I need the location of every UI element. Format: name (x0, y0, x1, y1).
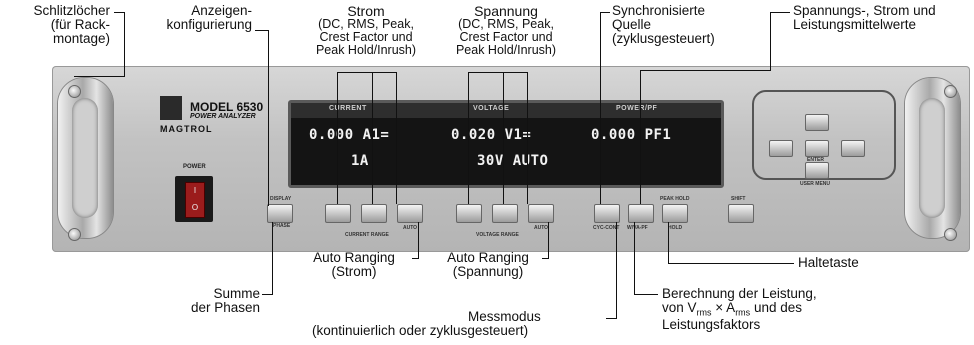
leader-line (372, 72, 373, 204)
reading-voltage: 0.020 V1= (451, 127, 532, 143)
reading-power: 0.000 PF1 (591, 127, 672, 143)
left-rack-handle (58, 78, 113, 238)
leader-line (503, 72, 504, 204)
callout-measure-mode: Messmodus(kontinuierlich oder zyklusgest… (312, 309, 541, 338)
keypad-right-button[interactable] (841, 140, 865, 157)
user-menu-label: USER MENU (800, 181, 831, 187)
peak-hold-label: PEAK HOLD (660, 196, 690, 202)
reading-current: 0.000 A1= (309, 127, 390, 143)
rack-slot-hole (68, 85, 81, 98)
keypad-enter-button[interactable] (805, 140, 829, 157)
leader-line (114, 12, 124, 13)
callout-display-config: Anzeigen-konfigurierung (166, 3, 252, 32)
rack-slot-hole (68, 228, 81, 241)
leader-line (527, 72, 528, 204)
model-name: MODEL 6530 (190, 100, 264, 114)
leader-line (600, 12, 610, 13)
leader-line (616, 222, 617, 319)
callout-power-calc: Berechnung der Leistung, von Vrms × Arms… (662, 286, 817, 332)
leader-line (668, 263, 794, 264)
model-subtitle: POWER ANALYZER (190, 113, 256, 120)
leader-line (255, 30, 268, 31)
voltage-range-up-button[interactable] (492, 204, 518, 223)
lcd-display: CURRENT VOLTAGE POWER/PF 0.000 A1= 0.020… (288, 100, 724, 188)
current-select-auto-button[interactable] (397, 204, 423, 223)
current-range-label: CURRENT RANGE (345, 232, 389, 238)
voltage-auto-label: AUTO (534, 225, 549, 231)
cyc-cont-button[interactable] (594, 204, 620, 223)
voltage-select-auto-button[interactable] (528, 204, 554, 223)
display-key-label: DISPLAY (270, 196, 292, 202)
navigation-keypad (752, 90, 896, 180)
w-va-pf-button[interactable] (628, 204, 654, 223)
display-phase-button[interactable] (267, 204, 293, 223)
magtrol-logo-icon (160, 96, 182, 120)
leader-line (668, 222, 669, 264)
phase-key-label: PHASE (273, 223, 291, 229)
brand-name: MAGTROL (160, 124, 213, 134)
hold-label: HOLD (668, 225, 683, 231)
right-rack-handle (905, 78, 960, 238)
leader-line (268, 30, 269, 206)
leader-line (606, 318, 616, 319)
keypad-up-button[interactable] (805, 114, 829, 131)
leader-line (640, 70, 771, 71)
header-voltage: VOLTAGE (473, 105, 510, 112)
callout-auto-range-current: Auto Ranging(Strom) (313, 250, 395, 279)
leader-line (337, 72, 338, 204)
current-auto-label: AUTO (403, 225, 418, 231)
current-range-up-button[interactable] (361, 204, 387, 223)
leader-line (770, 12, 771, 70)
leader-line (124, 12, 125, 76)
shift-label: SHIFT (731, 196, 746, 202)
leader-line (412, 258, 418, 259)
w-va-pf-label: W/VA-PF (627, 225, 648, 231)
callout-voltage: Spannung (DC, RMS, Peak,Crest Factor und… (455, 3, 557, 57)
hold-button[interactable] (662, 204, 688, 223)
leader-line (542, 258, 548, 259)
leader-line (262, 294, 272, 295)
range-current: 1A (351, 153, 369, 169)
leader-line (548, 222, 549, 259)
keypad-down-button[interactable] (805, 162, 829, 179)
leader-line (396, 72, 397, 204)
leader-line (337, 72, 397, 73)
power-label: POWER (183, 164, 206, 170)
leader-line (74, 76, 125, 77)
leader-line (770, 12, 790, 13)
leader-line (272, 222, 273, 295)
leader-line (468, 72, 528, 73)
callout-rack-slots: Schlitzlöcher(für Rack-montage) (33, 3, 110, 46)
enter-label: ENTER (807, 157, 824, 163)
callout-auto-range-voltage: Auto Ranging(Spannung) (447, 250, 529, 279)
leader-line (600, 12, 601, 204)
leader-line (640, 70, 641, 204)
leader-line (418, 222, 419, 259)
rack-slot-hole (944, 85, 957, 98)
current-range-down-button[interactable] (325, 204, 351, 223)
shift-button[interactable] (728, 204, 754, 223)
voltage-range-label: VOLTAGE RANGE (476, 232, 519, 238)
header-current: CURRENT (329, 105, 367, 112)
switch-on-mark: I (193, 186, 197, 195)
callout-hold-key: Haltetaste (798, 255, 859, 270)
range-voltage: 30V AUTO (477, 153, 549, 169)
rack-slot-hole (944, 228, 957, 241)
cyc-cont-label: CYC-CONT (593, 225, 620, 231)
keypad-left-button[interactable] (769, 140, 793, 157)
leader-line (634, 294, 658, 295)
switch-off-mark: O (191, 203, 199, 212)
header-power: POWER/PF (616, 105, 658, 112)
leader-line (634, 222, 635, 295)
leader-line (468, 72, 469, 204)
voltage-range-down-button[interactable] (456, 204, 482, 223)
